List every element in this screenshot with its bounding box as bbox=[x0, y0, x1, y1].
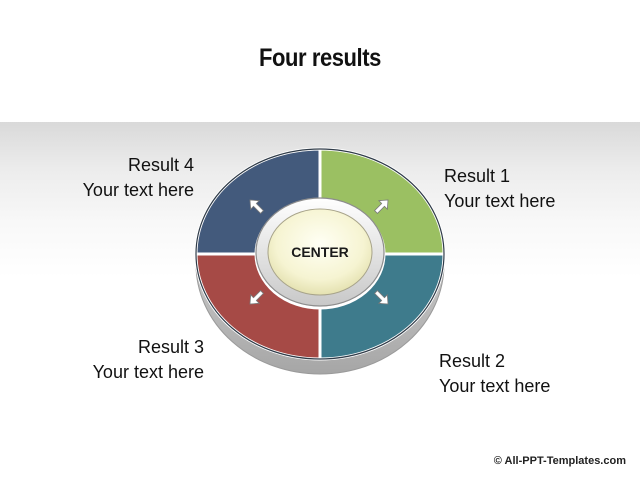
result-3-label-block: Result 3 Your text here bbox=[82, 335, 204, 385]
result-1-label-block: Result 1 Your text here bbox=[444, 164, 555, 214]
copyright-text: © All-PPT-Templates.com bbox=[493, 455, 626, 467]
page-title: Four results bbox=[259, 44, 381, 72]
result-4-title: Result 4 bbox=[127, 155, 194, 175]
arrows bbox=[249, 199, 389, 305]
result-1-text[interactable]: Your text here bbox=[444, 191, 556, 211]
result-3-title: Result 3 bbox=[137, 337, 204, 357]
result-4-text[interactable]: Your text here bbox=[82, 180, 194, 200]
result-2-title: Result 2 bbox=[439, 351, 506, 371]
result-1-title: Result 1 bbox=[444, 166, 511, 186]
arrow-top-left-icon bbox=[249, 199, 264, 214]
diagram-outline bbox=[195, 148, 445, 360]
arrow-bottom-right-icon bbox=[374, 290, 389, 305]
arrow-bottom-left-icon bbox=[249, 290, 264, 305]
arrow-top-right-icon bbox=[374, 199, 389, 214]
result-2-label-block: Result 2 Your text here bbox=[439, 349, 550, 399]
result-2-text[interactable]: Your text here bbox=[439, 376, 551, 396]
result-4-label-block: Result 4 Your text here bbox=[72, 153, 194, 203]
center-circle[interactable] bbox=[267, 208, 373, 296]
result-3-text[interactable]: Your text here bbox=[92, 362, 204, 382]
center-label: CENTER bbox=[291, 244, 349, 260]
